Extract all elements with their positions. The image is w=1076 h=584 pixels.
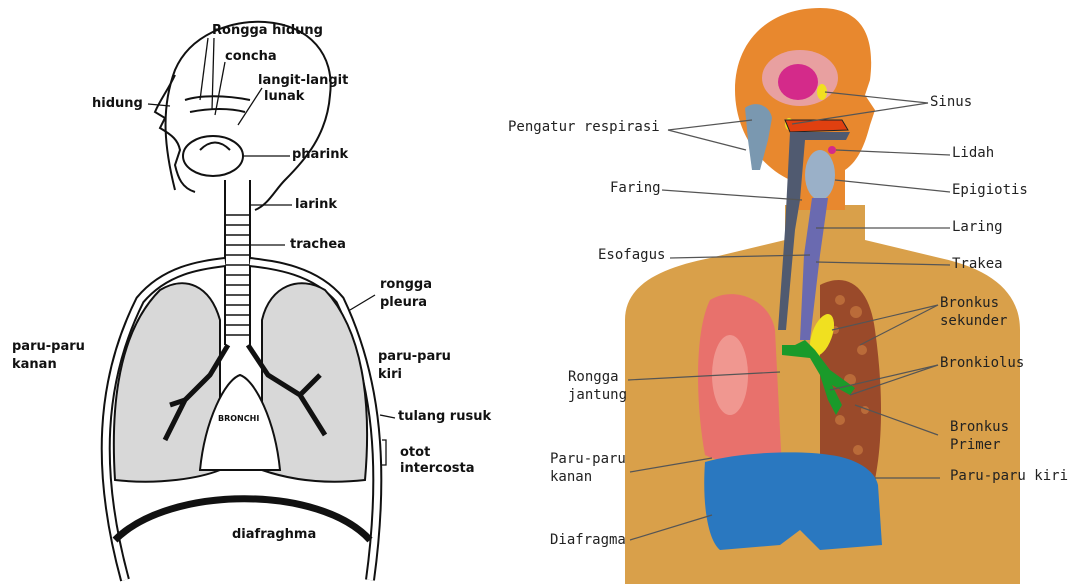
label-tulang-rusuk: tulang rusuk [398, 410, 491, 424]
label-langit-langit: langit-langit [258, 74, 348, 88]
label-rongga-jantung-1: Rongga [568, 370, 619, 385]
label-bronchi: BRONCHI [218, 415, 259, 423]
label-diafragma: Diafragma [550, 533, 626, 548]
label-otot: otot [400, 446, 430, 460]
label-hidung: hidung [92, 97, 143, 111]
label-paru-paru-kiri: Paru-paru kiri [950, 469, 1068, 484]
left-line-drawing: Rongga hidung concha langit-langit lunak… [0, 0, 520, 584]
label-lunak: lunak [264, 90, 304, 104]
label-paru-paru-kanan-1: Paru-paru [550, 452, 626, 467]
label-paru-paru-kanan-2: kanan [550, 470, 592, 485]
label-bronkus-sekunder-1: Bronkus [940, 296, 999, 311]
right-color-diagram-svg [520, 0, 1076, 584]
label-diafraghma: diafraghma [232, 528, 316, 542]
label-paru-paru-kiri-2: kiri [378, 368, 402, 382]
label-pharink: pharink [292, 148, 348, 162]
label-faring: Faring [610, 181, 661, 196]
label-trakea: Trakea [952, 257, 1003, 272]
label-bronkiolus: Bronkiolus [940, 356, 1024, 371]
label-sinus: Sinus [930, 95, 972, 110]
label-bronkus-primer-1: Bronkus [950, 420, 1009, 435]
epiglottis-shape [805, 150, 835, 200]
nasal-passage [785, 120, 848, 132]
label-intercosta: intercosta [400, 462, 475, 476]
label-trachea: trachea [290, 238, 346, 252]
label-pleura: pleura [380, 296, 427, 310]
label-paru-paru-kanan-2: kanan [12, 358, 57, 372]
label-rongga-hidung: Rongga hidung [212, 24, 323, 38]
label-bronkus-sekunder-2: sekunder [940, 314, 1007, 329]
label-epigiotis: Epigiotis [952, 183, 1028, 198]
label-laring: Laring [952, 220, 1003, 235]
right-color-diagram: Pengatur respirasi Sinus Lidah Faring Ep… [520, 0, 1076, 584]
label-paru-paru-kanan-1: paru-paru [12, 340, 85, 354]
label-bronkus-primer-2: Primer [950, 438, 1001, 453]
label-concha: concha [225, 50, 277, 64]
label-rongga-jantung-2: jantung [568, 388, 627, 403]
label-lidah: Lidah [952, 146, 994, 161]
face-outline [155, 75, 195, 192]
label-paru-paru-kiri-1: paru-paru [378, 350, 451, 364]
label-larink: larink [295, 198, 337, 212]
label-pengatur-respirasi: Pengatur respirasi [508, 120, 660, 135]
label-rongga: rongga [380, 278, 432, 292]
label-esofagus: Esofagus [598, 248, 665, 263]
